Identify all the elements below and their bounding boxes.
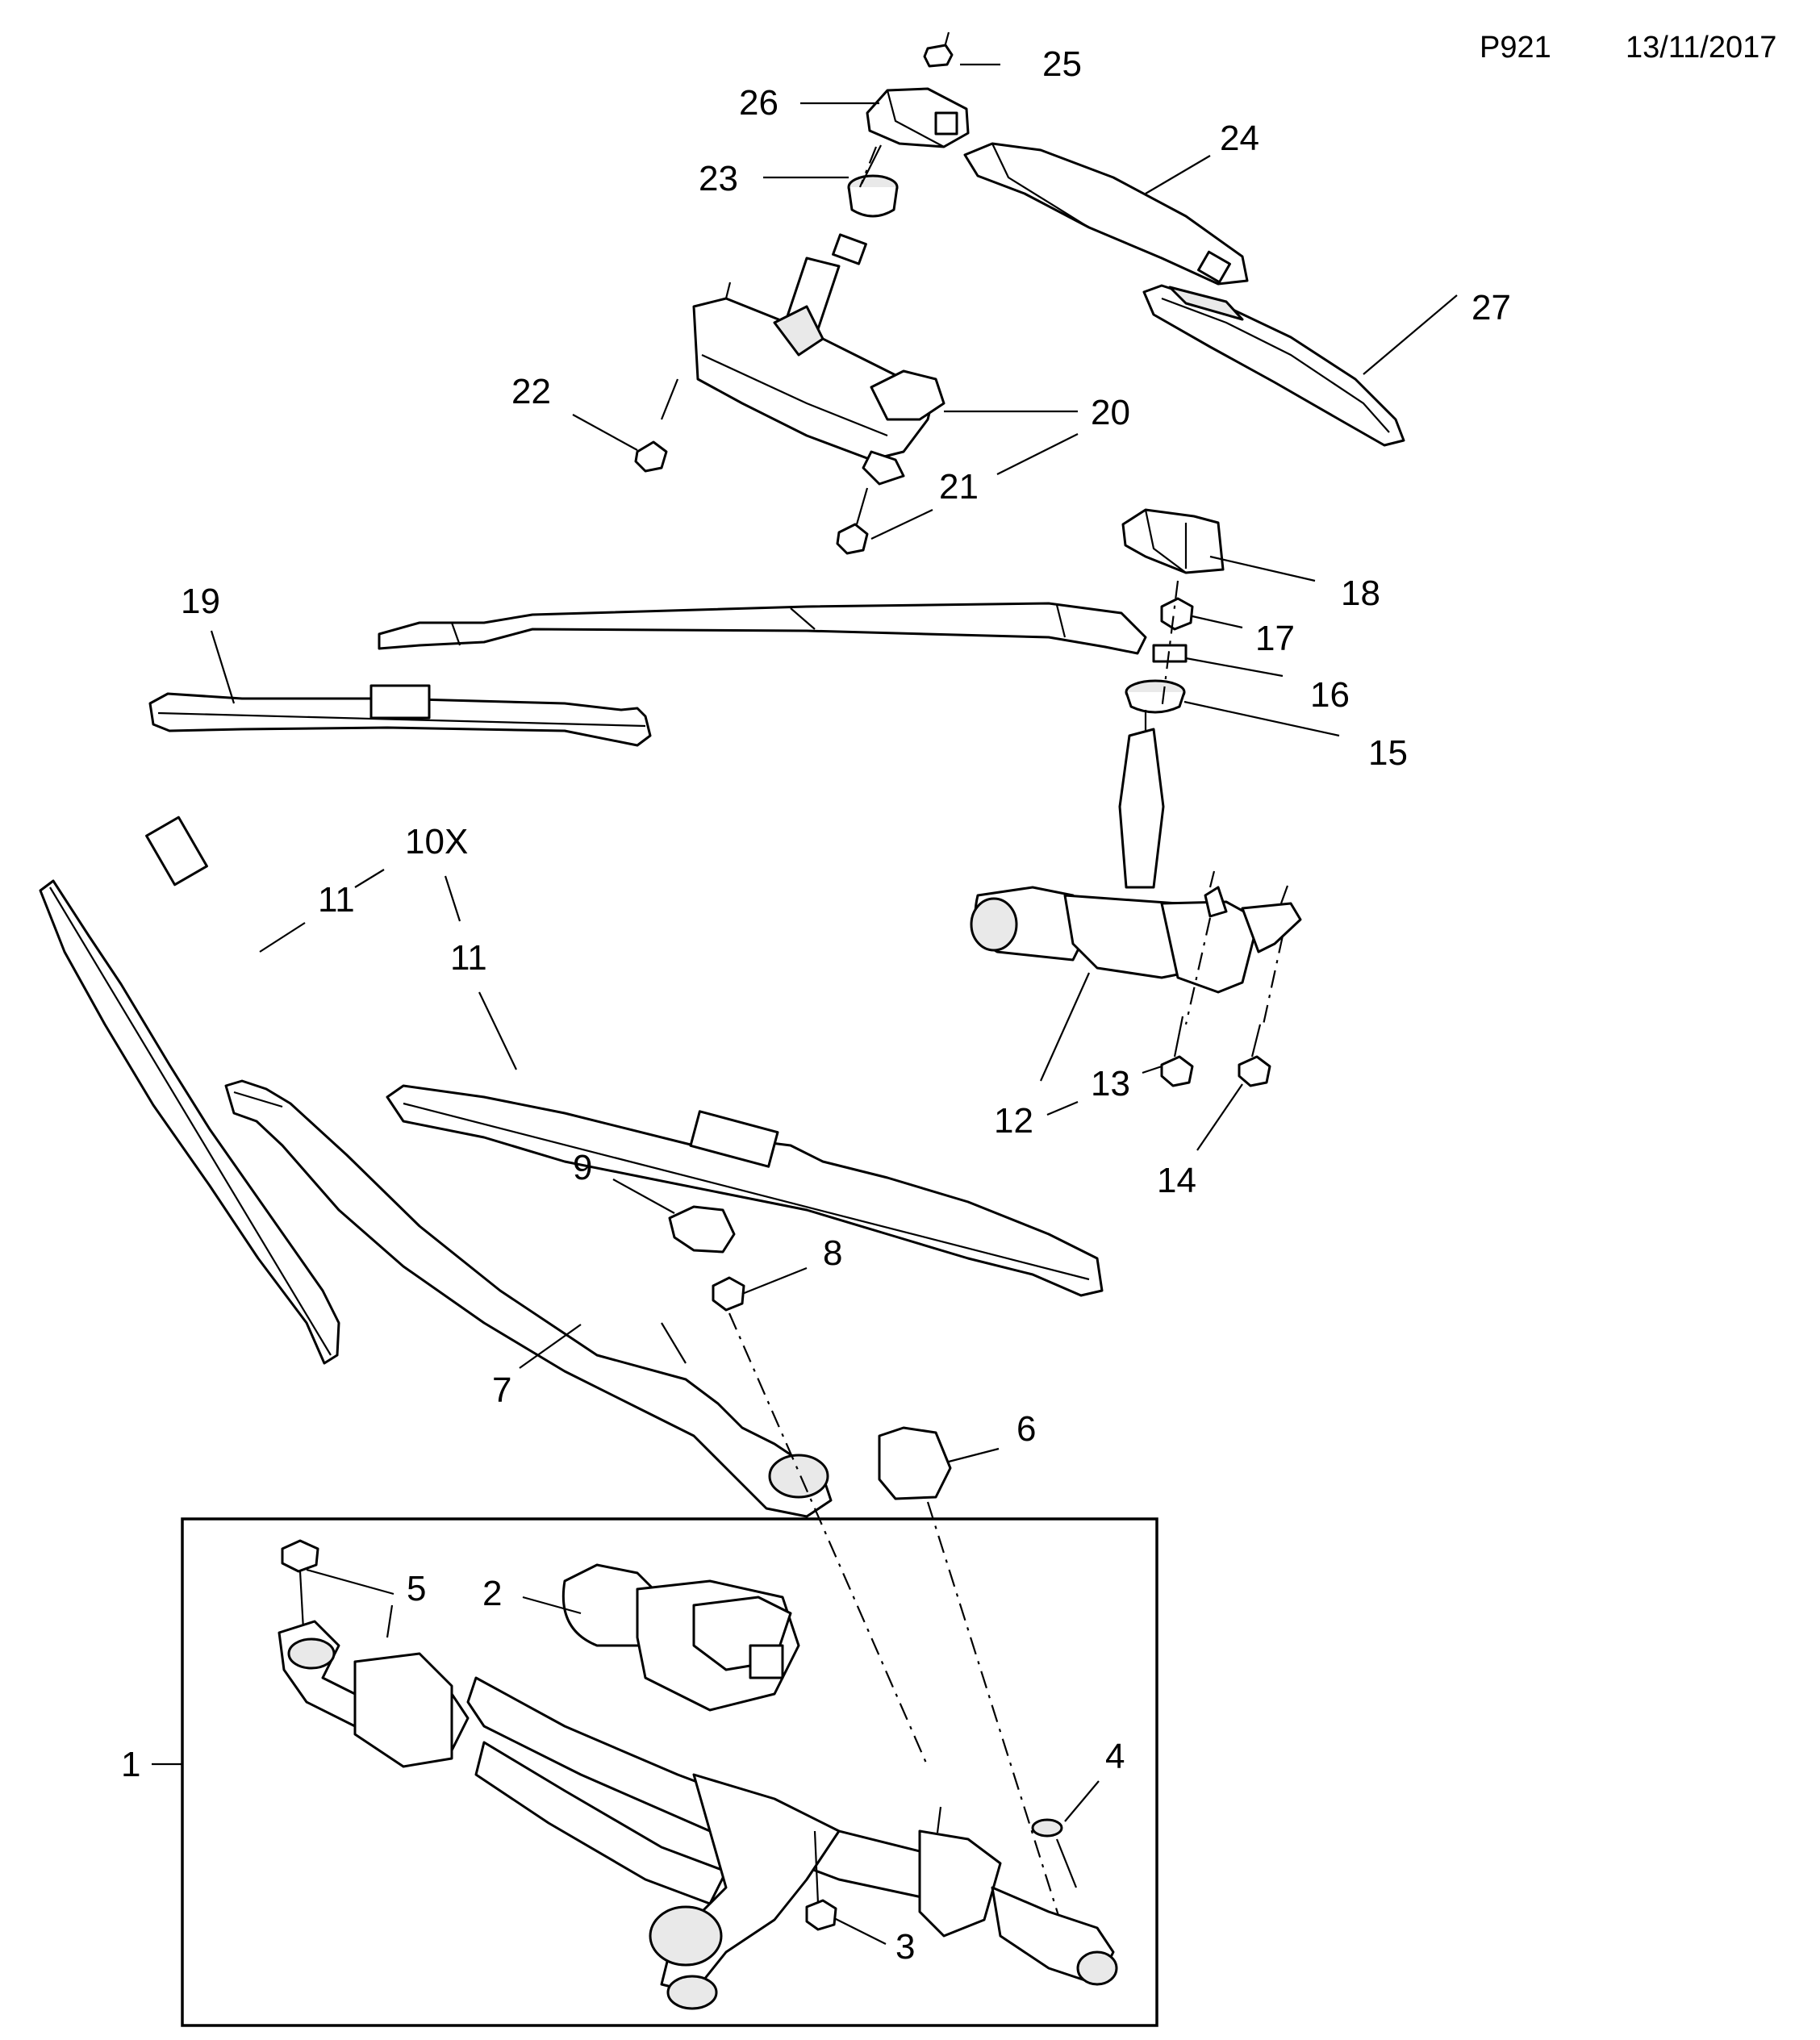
leader-14 bbox=[1196, 1083, 1243, 1151]
part-22-bolt bbox=[634, 378, 679, 473]
callout-11-right: 11 bbox=[450, 938, 487, 978]
callout-20: 20 bbox=[1091, 393, 1130, 432]
callout-13: 13 bbox=[1091, 1064, 1130, 1103]
page-code: P921 bbox=[1480, 31, 1551, 65]
leader-9 bbox=[612, 1179, 675, 1214]
part-1-linkage-assembly bbox=[278, 1604, 1118, 2010]
part-11-wiper-blade-right bbox=[386, 1084, 1104, 1297]
part-19-wiper-blade bbox=[148, 684, 652, 747]
callout-1: 1 bbox=[121, 1745, 140, 1784]
callout-22: 22 bbox=[511, 372, 551, 411]
assembly-frame bbox=[181, 1517, 1158, 2027]
leader-22 bbox=[572, 414, 638, 451]
part-13-bolt bbox=[1160, 917, 1212, 1087]
callout-8: 8 bbox=[823, 1233, 842, 1273]
leader-19 bbox=[210, 630, 236, 704]
leader-24 bbox=[1145, 155, 1211, 194]
part-5-bolt bbox=[281, 1539, 319, 1630]
part-17-nut bbox=[1160, 597, 1194, 631]
part-front-wiper-arm-upper bbox=[378, 602, 1147, 655]
callout-9: 9 bbox=[573, 1148, 592, 1187]
part-4-washer bbox=[1031, 1818, 1078, 1888]
leader-21a bbox=[996, 433, 1079, 475]
part-9-cap bbox=[668, 1205, 736, 1254]
callout-15: 15 bbox=[1368, 733, 1408, 773]
leader-11-right bbox=[478, 991, 517, 1070]
leader-16 bbox=[1185, 657, 1284, 678]
part-8-nut bbox=[712, 1276, 745, 1312]
part-15-grommet bbox=[1125, 679, 1186, 714]
callout-23: 23 bbox=[699, 159, 738, 198]
callout-25: 25 bbox=[1042, 44, 1082, 84]
leader-12 bbox=[1039, 972, 1091, 1082]
part-27-rear-wiper-blade bbox=[1142, 284, 1405, 447]
leader-6 bbox=[948, 1447, 1000, 1463]
part-16-washer bbox=[1152, 644, 1188, 663]
part-14-bolt bbox=[1238, 935, 1284, 1087]
leader-15 bbox=[1183, 700, 1340, 737]
leader-18 bbox=[1209, 555, 1316, 582]
leader-10-right bbox=[444, 875, 461, 922]
callout-6: 6 bbox=[1016, 1409, 1036, 1449]
callout-17: 17 bbox=[1255, 619, 1295, 658]
callout-14: 14 bbox=[1157, 1161, 1196, 1200]
callout-12: 12 bbox=[994, 1101, 1033, 1141]
leader-8 bbox=[741, 1266, 808, 1295]
leader-21b bbox=[870, 509, 933, 540]
callout-26: 26 bbox=[739, 83, 779, 123]
revision-date: 13/11/2017 bbox=[1626, 31, 1777, 65]
axis-line-25-23 bbox=[858, 146, 878, 188]
leader-4 bbox=[1064, 1780, 1100, 1822]
part-11-wiper-blade-left bbox=[39, 816, 340, 1365]
part-3-bolt bbox=[805, 1830, 837, 1931]
leader-7 bbox=[519, 1324, 582, 1369]
callout-5: 5 bbox=[407, 1569, 426, 1608]
callout-4: 4 bbox=[1105, 1737, 1125, 1776]
part-2-wiper-motor bbox=[561, 1563, 800, 1712]
leader-27 bbox=[1363, 294, 1458, 375]
leader-12b bbox=[1046, 1100, 1079, 1116]
leader-13 bbox=[1142, 1065, 1163, 1074]
axis-line-8-7 bbox=[728, 1312, 929, 1767]
callout-27: 27 bbox=[1471, 288, 1511, 327]
part-6-cap bbox=[878, 1426, 952, 1500]
part-20-rear-motor bbox=[692, 144, 945, 486]
callout-19: 19 bbox=[181, 582, 220, 621]
part-25-nut bbox=[923, 31, 954, 68]
callout-2: 2 bbox=[482, 1574, 502, 1613]
leader-10-left bbox=[354, 869, 385, 888]
axis-line-18-15 bbox=[1160, 580, 1179, 711]
axis-line-6-4 bbox=[926, 1501, 1067, 1937]
callout-7: 7 bbox=[492, 1370, 511, 1410]
leader-17 bbox=[1192, 615, 1243, 629]
leader-11-left bbox=[259, 922, 306, 953]
callout-21: 21 bbox=[939, 467, 979, 507]
callout-3: 3 bbox=[895, 1927, 915, 1967]
callout-11-left: 11 bbox=[318, 880, 355, 920]
part-21-bolt bbox=[836, 487, 869, 555]
callout-24: 24 bbox=[1220, 119, 1259, 158]
callout-18: 18 bbox=[1341, 574, 1380, 613]
part-23-grommet bbox=[847, 174, 899, 218]
leader-2 bbox=[522, 1596, 582, 1615]
part-12-wiper-motor bbox=[970, 710, 1302, 994]
part-18-cover bbox=[1121, 508, 1225, 574]
callout-10x: 10X bbox=[405, 822, 468, 861]
leader-3 bbox=[833, 1917, 887, 1945]
leader-5 bbox=[306, 1568, 394, 1596]
part-26-cap bbox=[866, 87, 970, 148]
callout-16: 16 bbox=[1310, 675, 1350, 715]
part-24-rear-wiper-arm bbox=[963, 142, 1249, 286]
part-7-wiper-arm bbox=[224, 1079, 833, 1518]
